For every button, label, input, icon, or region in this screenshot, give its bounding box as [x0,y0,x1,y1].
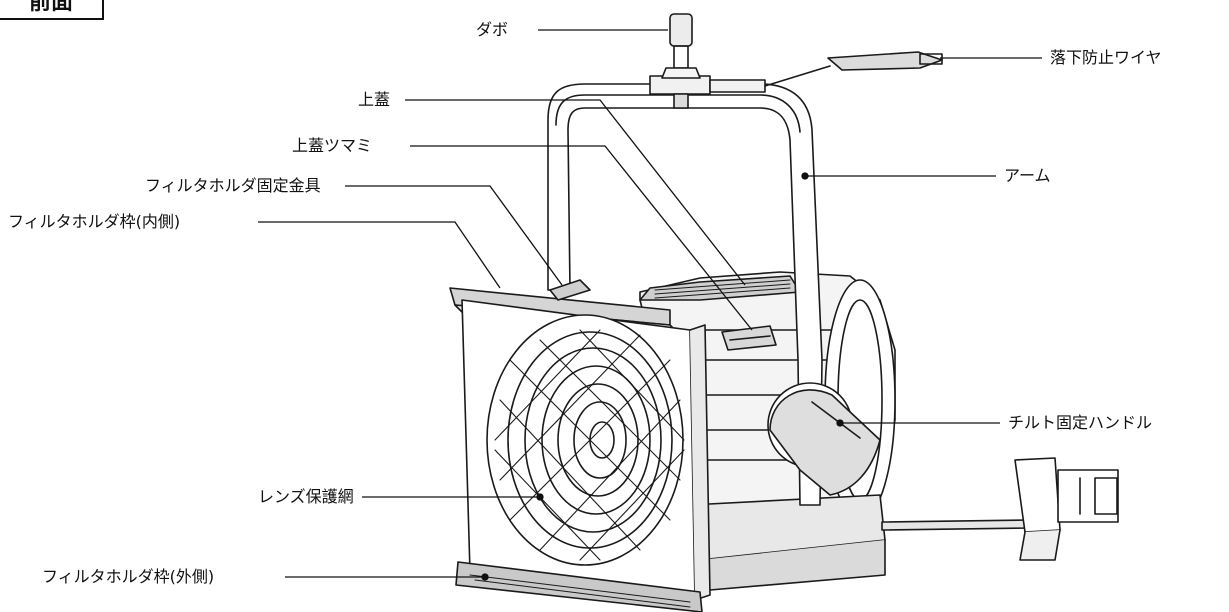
top-cover-knob [721,325,777,351]
label-fall-prevention-wire: 落下防止ワイヤ [1050,48,1162,67]
label-filter-holder-bracket: フィルタホルダ固定金具 [145,176,321,195]
label-arm: アーム [1004,166,1051,185]
label-filter-holder-frame-inner: フィルタホルダ枠(内側) [8,212,181,231]
label-top-cover-knob: 上蓋ツマミ [292,136,373,155]
label-lens-guard: レンズ保護網 [258,487,354,506]
lens-assembly [486,314,685,566]
dowel-pin [661,13,701,109]
view-title: 前面 [0,0,104,20]
tilt-handle-shape [767,382,881,496]
label-dowel: ダボ [476,20,509,39]
label-filter-holder-frame-outer: フィルタホルダ枠(外側) [42,567,215,586]
yoke-arm [547,83,823,506]
power-cable [881,457,1119,561]
label-top-cover: 上蓋 [358,90,391,109]
label-tilt-handle: チルト固定ハンドル [1008,413,1153,432]
